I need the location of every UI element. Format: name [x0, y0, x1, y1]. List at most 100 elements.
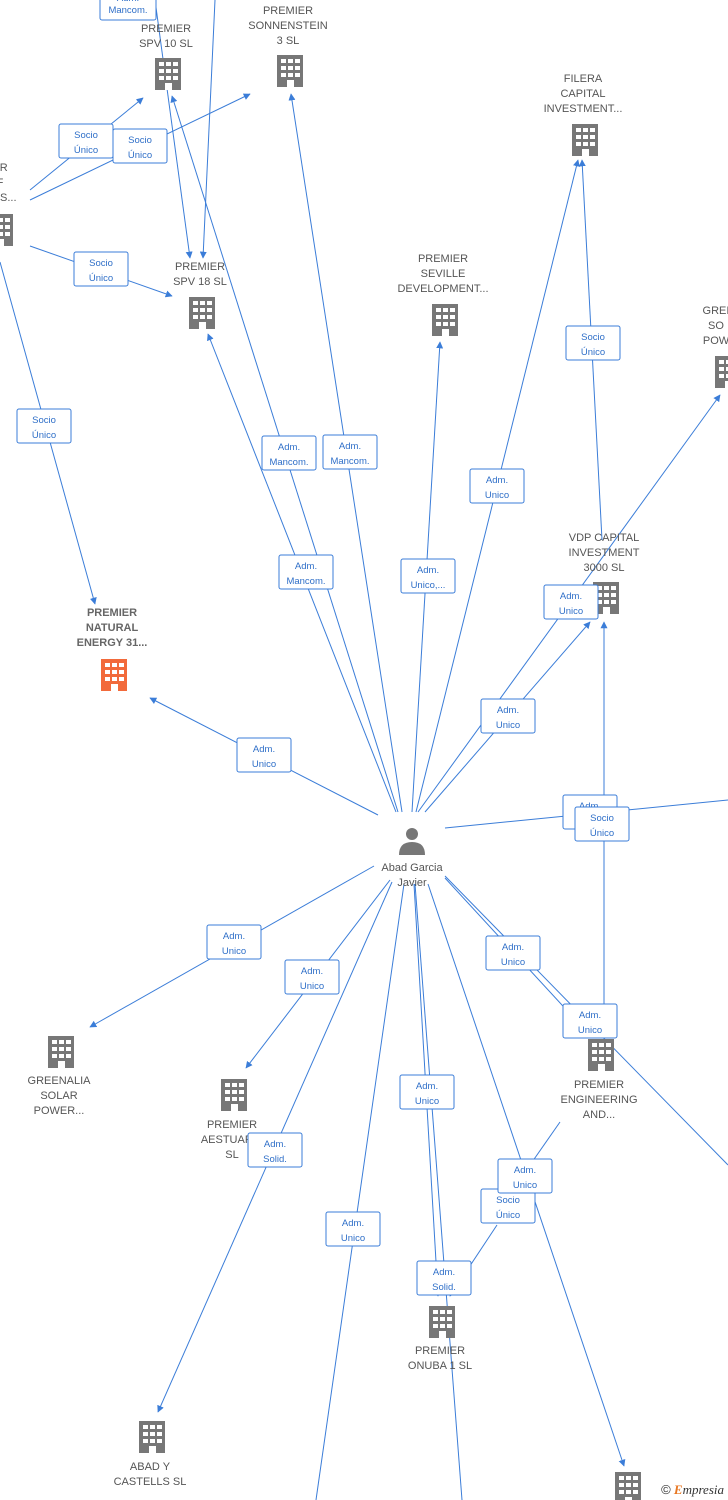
company-label: SPV 18 SL: [173, 276, 227, 288]
edge-label[interactable]: Adm.Unico: [399, 1074, 455, 1110]
edge-label-text: Único: [32, 430, 56, 441]
company-node-bottom-right[interactable]: [615, 1472, 641, 1500]
edge-label-box: [73, 251, 129, 287]
edge-label-box: [261, 435, 317, 471]
edge-label-text: Socio: [32, 415, 56, 426]
company-label: SEVILLE: [421, 268, 466, 280]
edge-label-text: Único: [74, 145, 98, 156]
person-icon: [399, 828, 425, 855]
edge-label-text: Unico: [578, 1025, 602, 1036]
edge-label-text: Único: [128, 150, 152, 161]
edge-label-text: Adm.: [486, 475, 508, 486]
company-label: PREMIER: [418, 253, 468, 265]
copyright-symbol: ©: [661, 1482, 671, 1497]
edge-label-text: Adm.: [117, 0, 139, 4]
company-label: SO: [708, 320, 724, 332]
building-icon: [715, 356, 728, 388]
edge-label[interactable]: Adm.Unico: [284, 959, 340, 995]
company-node-filera[interactable]: FILERACAPITALINVESTMENT...: [544, 73, 623, 156]
edge-label-box: [278, 554, 334, 590]
building-icon: [432, 304, 458, 336]
edge-label-text: Unico: [222, 946, 246, 957]
company-label: ER: [0, 162, 8, 174]
company-node-castells[interactable]: ABAD Y CASTELLS SL: [114, 1421, 187, 1488]
edge-label[interactable]: Adm.Unico: [206, 924, 262, 960]
company-label: SPV 10 SL: [139, 38, 193, 50]
edge-label[interactable]: Adm.Unico: [469, 468, 525, 504]
company-node-engineering[interactable]: PREMIERENGINEERINGAND...: [560, 1039, 638, 1121]
company-label: CASTELLS SL: [114, 1476, 187, 1488]
edge-label-text: Adm.: [502, 942, 524, 953]
brand-rest: mpresia: [682, 1482, 724, 1497]
edge-label-text: Adm.: [560, 591, 582, 602]
edge-label[interactable]: Adm.Unico: [480, 698, 536, 734]
edge-label[interactable]: Adm.Unico: [562, 1003, 618, 1039]
company-node-green-right[interactable]: GREI SO POW: [703, 305, 728, 388]
company-label: PREMIER: [175, 261, 225, 273]
edge-label[interactable]: Adm.Solid.: [247, 1132, 303, 1168]
company-label: INVESTMENT: [569, 547, 640, 559]
edge-label[interactable]: Adm.Solid.: [416, 1260, 472, 1296]
edge-label-text: Adm.: [417, 565, 439, 576]
edge-label-box: [480, 698, 536, 734]
edge-label-text: Unico: [513, 1180, 537, 1191]
company-label: POW: [703, 335, 728, 347]
company-label: ILES...: [0, 192, 17, 204]
company-label: PREMIER: [263, 5, 313, 17]
edge-label[interactable]: Adm.Mancom.: [261, 435, 317, 471]
edge-label-box: [562, 1003, 618, 1039]
edge-label-box: [322, 434, 378, 470]
edge-label[interactable]: Adm.Mancom.: [278, 554, 334, 590]
edge-label-text: Socio: [128, 135, 152, 146]
building-icon: [48, 1036, 74, 1068]
edge-label[interactable]: Adm.Mancom.: [99, 0, 157, 21]
edge-label[interactable]: Adm.Unico,...: [400, 558, 456, 594]
edge-line: [414, 883, 463, 1500]
company-label: ABAD Y: [130, 1461, 171, 1473]
company-label: DEVELOPMENT...: [397, 283, 488, 295]
company-node-greenalia[interactable]: GREENALIASOLARPOWER...: [28, 1036, 92, 1117]
edge-label-text: Socio: [581, 332, 605, 343]
edge-label-box: [497, 1158, 553, 1194]
edge-label-box: [543, 584, 599, 620]
company-node-left-partial[interactable]: ERFILES...: [0, 162, 17, 246]
edge-label[interactable]: Adm.Unico: [497, 1158, 553, 1194]
company-label: PREMIER: [415, 1345, 465, 1357]
company-label: 3 SL: [277, 35, 300, 47]
edge-label-text: Unico: [559, 606, 583, 617]
company-label: 3000 SL: [584, 562, 625, 574]
company-label: PREMIER: [87, 607, 137, 619]
edge-label[interactable]: Adm.Unico: [485, 935, 541, 971]
edge-label[interactable]: Adm.Unico: [236, 737, 292, 773]
edge-label[interactable]: Adm. Unico: [543, 584, 599, 620]
company-label: AND...: [583, 1109, 615, 1121]
edge-label-text: Socio: [74, 130, 98, 141]
company-label: ENERGY 31...: [77, 637, 148, 649]
company-label: GREI: [703, 305, 728, 317]
edge-label[interactable]: Adm.Mancom.: [322, 434, 378, 470]
edge-line: [154, 0, 193, 259]
edge-label-box: [574, 806, 630, 842]
edge-label[interactable]: Adm.Unico: [325, 1211, 381, 1247]
building-icon: [615, 1472, 641, 1500]
company-node-spv18[interactable]: PREMIER SPV 18 SL: [173, 261, 227, 329]
company-node-seville[interactable]: PREMIER SEVILLE DEVELOPMENT...: [397, 253, 489, 336]
edge-label-text: Adm.: [497, 705, 519, 716]
edge-label-text: Único: [590, 828, 614, 839]
